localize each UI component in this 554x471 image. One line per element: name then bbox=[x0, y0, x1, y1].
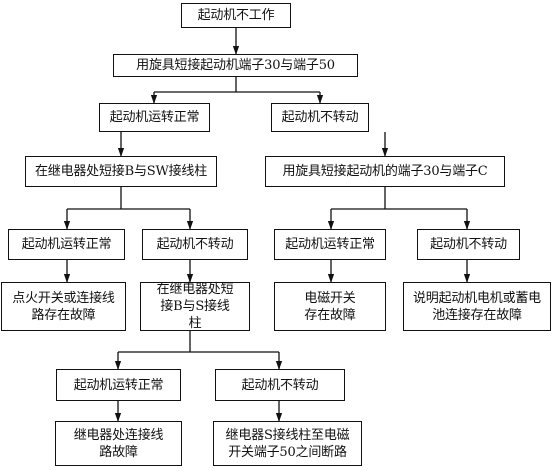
node-result-motor: 说明起动机电机或蓄电池连接存在故障 bbox=[403, 282, 551, 331]
node-a-fail-step-label: 用旋具短接起动机的端子30与端子C bbox=[282, 164, 488, 179]
node-b2-ok: 起动机运转正常 bbox=[274, 229, 386, 260]
node-c-ok: 起动机运转正常 bbox=[56, 369, 181, 401]
node-result-ignition-label: 点火开关或连接线路存在故障 bbox=[12, 290, 115, 323]
node-start: 起动机不工作 bbox=[181, 3, 291, 28]
node-start-label: 起动机不工作 bbox=[197, 8, 275, 23]
node-a-fail-label: 起动机不转动 bbox=[281, 110, 359, 125]
node-c-fail-label: 起动机不转动 bbox=[241, 377, 319, 393]
node-b1-fail: 起动机不转动 bbox=[142, 229, 248, 260]
node-b1-ok: 起动机运转正常 bbox=[8, 229, 125, 260]
node-a-ok-label: 起动机运转正常 bbox=[109, 110, 200, 125]
node-b2-fail: 起动机不转动 bbox=[417, 229, 520, 260]
node-b2-ok-label: 起动机运转正常 bbox=[285, 237, 375, 252]
node-result-magnetic: 电磁开关存在故障 bbox=[274, 282, 386, 331]
node-result-relay-line: 继电器处连接线路故障 bbox=[55, 421, 182, 466]
node-b1-ok-label: 起动机运转正常 bbox=[21, 237, 112, 252]
node-a-ok: 起动机运转正常 bbox=[99, 103, 210, 132]
node-relay-bs-label: 在继电器处短接B与S接线柱 bbox=[156, 282, 234, 331]
node-c-fail: 起动机不转动 bbox=[215, 369, 345, 401]
node-result-motor-label: 说明起动机电机或蓄电池连接存在故障 bbox=[412, 290, 541, 323]
node-result-relay-s-label: 继电器S接线柱至电磁开关端子50之间断路 bbox=[225, 427, 350, 460]
node-a-ok-step: 在继电器处短接B与SW接线柱 bbox=[25, 156, 217, 187]
node-a-fail: 起动机不转动 bbox=[271, 103, 369, 132]
node-b2-fail-label: 起动机不转动 bbox=[430, 237, 507, 252]
node-c-ok-label: 起动机运转正常 bbox=[73, 377, 164, 393]
node-result-relay-line-label: 继电器处连接线路故障 bbox=[73, 427, 164, 460]
node-test1: 用旋具短接起动机端子30与端子50 bbox=[113, 54, 358, 77]
node-b1-fail-label: 起动机不转动 bbox=[156, 237, 234, 252]
node-result-ignition: 点火开关或连接线路存在故障 bbox=[1, 282, 126, 331]
node-test1-label: 用旋具短接起动机端子30与端子50 bbox=[136, 58, 335, 73]
node-relay-bs: 在继电器处短接B与S接线柱 bbox=[140, 282, 250, 331]
node-result-magnetic-label: 电磁开关存在故障 bbox=[304, 290, 356, 323]
node-a-ok-step-label: 在继电器处短接B与SW接线柱 bbox=[34, 164, 208, 179]
node-a-fail-step: 用旋具短接起动机的端子30与端子C bbox=[265, 156, 505, 187]
node-result-relay-s: 继电器S接线柱至电磁开关端子50之间断路 bbox=[213, 421, 362, 466]
